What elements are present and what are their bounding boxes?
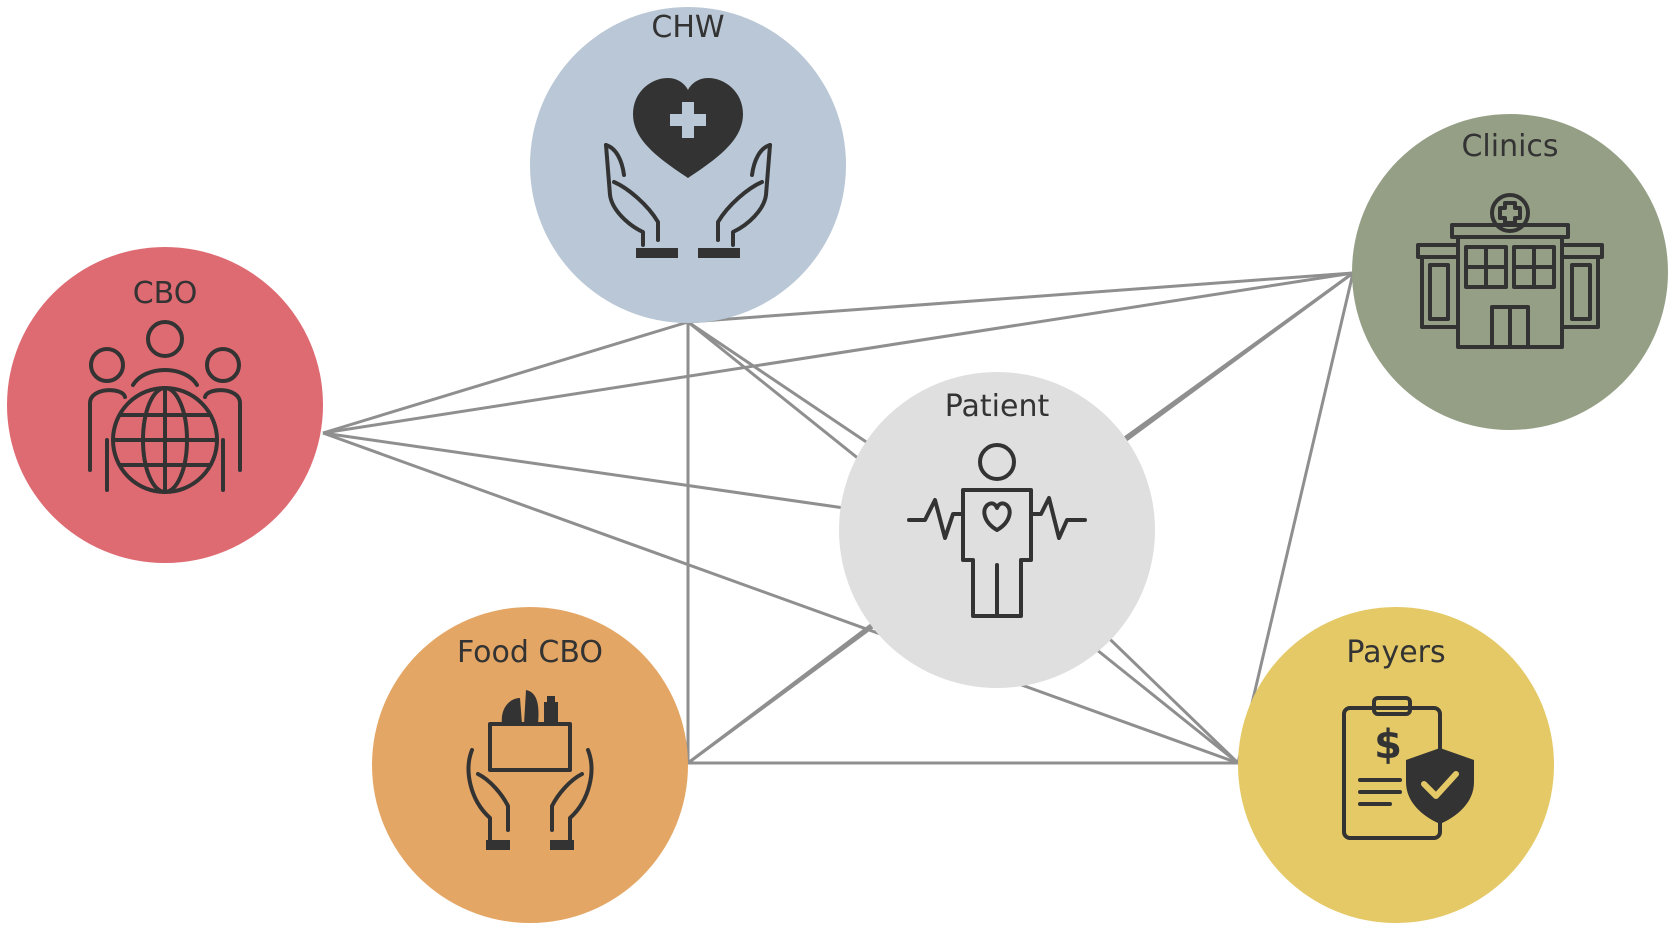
node-cbo: CBO <box>7 247 323 563</box>
hospital-building-icon <box>1416 193 1604 349</box>
node-patient: Patient <box>839 372 1155 688</box>
node-chw: CHW <box>530 7 846 323</box>
edge-cbo-chw <box>322 320 689 435</box>
node-clinics: Clinics <box>1352 114 1668 430</box>
edge-clinics-payers <box>1236 272 1355 764</box>
food-cbo-circle <box>372 607 688 923</box>
edge-cbo-clinics <box>322 271 1354 435</box>
food-box-hands-icon <box>466 690 594 850</box>
edge-chw-clinics <box>687 271 1354 324</box>
patient-label: Patient <box>945 389 1050 424</box>
payers-label: Payers <box>1346 635 1445 670</box>
node-food-cbo: Food CBO <box>372 607 688 923</box>
clinics-circle <box>1352 114 1668 430</box>
chw-label: CHW <box>651 10 724 45</box>
payers-circle <box>1238 607 1554 923</box>
node-payers: Payers $ <box>1238 607 1554 923</box>
edge-cbo-payers <box>322 431 1239 765</box>
clinics-label: Clinics <box>1461 129 1558 164</box>
svg-text:$: $ <box>1374 722 1402 768</box>
connection-lines <box>322 271 1355 765</box>
patient-heartbeat-icon <box>907 443 1087 618</box>
people-globe-icon <box>88 320 242 494</box>
hands-heart-icon <box>604 78 772 258</box>
cbo-label: CBO <box>133 276 198 311</box>
food-cbo-label: Food CBO <box>457 635 603 670</box>
clipboard-dollar-shield-icon: $ <box>1342 696 1474 840</box>
